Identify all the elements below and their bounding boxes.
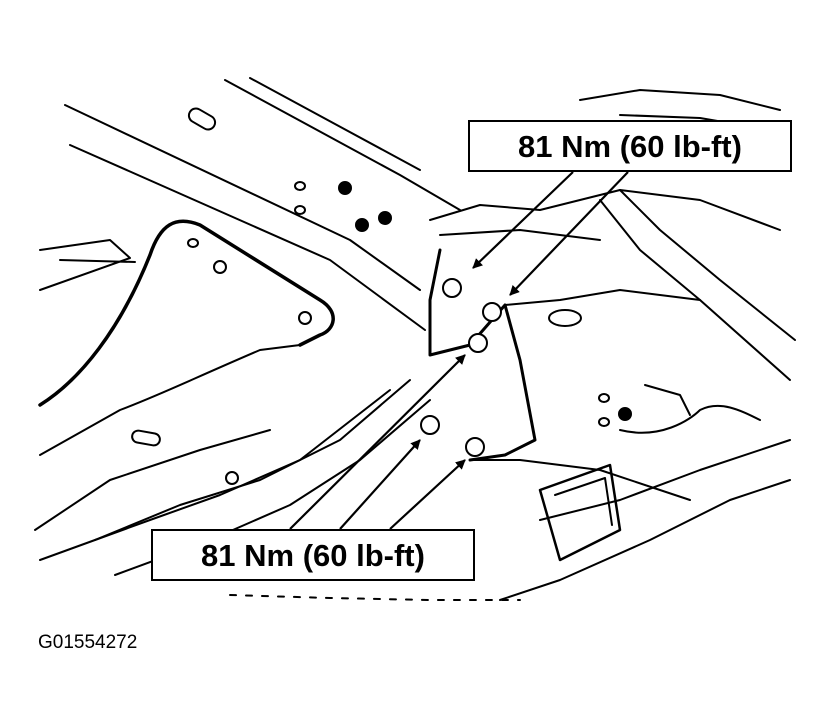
floor-panel-edge-2 xyxy=(94,379,411,541)
torque-callout-lower: 81 Nm (60 lb-ft) xyxy=(151,529,475,581)
frame-rail-top-surface xyxy=(249,77,421,171)
round-hole xyxy=(598,417,610,427)
round-hole xyxy=(598,393,610,403)
large-hole xyxy=(548,309,582,327)
bolt xyxy=(213,260,227,274)
round-hole xyxy=(294,181,306,191)
bottom-boundary xyxy=(229,594,521,601)
left-mounting-plate xyxy=(38,219,335,407)
bolt xyxy=(618,407,632,421)
right-bracket xyxy=(538,463,622,562)
bolt xyxy=(355,218,369,232)
figure-identifier: G01554272 xyxy=(38,632,138,653)
wire-harness xyxy=(619,404,761,434)
left-plate-lower-edge xyxy=(39,344,301,456)
bolt xyxy=(378,211,392,225)
nut-target xyxy=(468,333,488,353)
bolt xyxy=(225,471,239,485)
upper-right-bracket xyxy=(579,89,781,111)
crossmember-lower xyxy=(469,459,691,501)
right-frame-rail-2 xyxy=(619,189,796,341)
nut-target xyxy=(482,302,502,322)
frame-rail-upper-edge xyxy=(69,144,426,331)
round-hole xyxy=(187,238,199,248)
left-bracket xyxy=(39,239,131,291)
right-frame-rail xyxy=(599,199,791,381)
frame-rail-outer-edge xyxy=(224,79,461,211)
nut-target xyxy=(420,415,440,435)
leader-arrow xyxy=(289,354,466,530)
right-frame-lower xyxy=(539,439,791,521)
leader-arrow xyxy=(389,459,466,530)
left-plate-inner-edge xyxy=(34,429,271,531)
right-frame-inner xyxy=(439,229,601,241)
slot-hole xyxy=(131,429,161,447)
crossmember-flange xyxy=(504,289,701,306)
frame-rail-top-edge xyxy=(64,104,421,291)
leader-arrow xyxy=(339,439,421,530)
leader-arrow xyxy=(472,171,574,269)
right-bracket-inner xyxy=(554,477,613,526)
nut-target xyxy=(442,278,462,298)
bolt xyxy=(298,311,312,325)
torque-callout-upper: 81 Nm (60 lb-ft) xyxy=(468,120,792,172)
left-bracket-tab xyxy=(59,259,136,263)
round-hole xyxy=(294,205,306,215)
leader-arrow xyxy=(509,171,629,296)
right-frame-bottom xyxy=(499,479,791,601)
slot-hole xyxy=(187,107,217,131)
nut-target xyxy=(465,437,485,457)
bolt xyxy=(338,181,352,195)
right-frame-top xyxy=(429,189,781,231)
wire-harness-2 xyxy=(644,384,691,416)
